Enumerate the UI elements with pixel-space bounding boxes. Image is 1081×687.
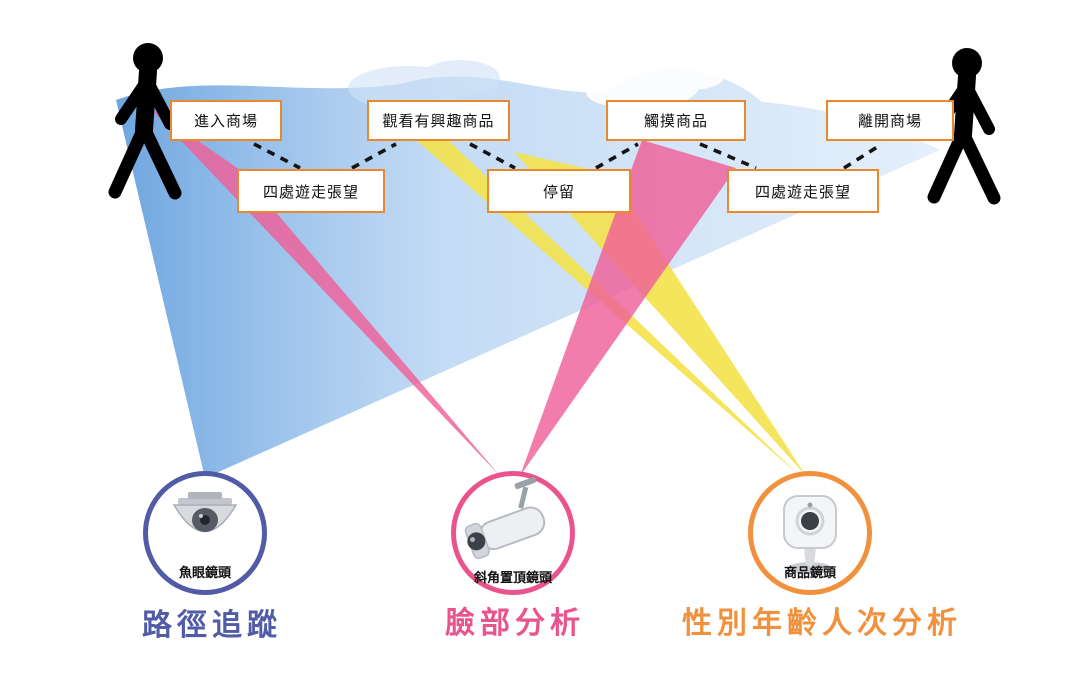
gender-age-count-title: 性別年齡人次分析	[682, 607, 962, 640]
face-analysis-title: 臉部分析	[445, 607, 585, 640]
step-stay: 停留	[487, 169, 631, 213]
angled-top-camera-circle: 斜角置頂鏡頭	[451, 471, 575, 595]
gender-age-beam-right	[514, 152, 806, 476]
product-camera-circle: 商品鏡頭	[748, 471, 872, 595]
step-enter-mall: 進入商場	[170, 100, 282, 141]
angled-top-camera-icon	[464, 477, 546, 560]
fisheye-camera-circle: 魚眼鏡頭	[143, 471, 267, 595]
product-camera-icon	[783, 495, 837, 574]
fisheye-camera-label: 魚眼鏡頭	[178, 565, 231, 580]
fisheye-camera-icon	[172, 492, 238, 533]
cloud-shape	[348, 60, 500, 110]
step-view-interesting-products: 觀看有興趣商品	[367, 100, 510, 141]
step-leave-mall: 離開商場	[826, 100, 954, 141]
face-analysis-beam-left	[148, 106, 500, 476]
product-camera-label: 商品鏡頭	[783, 565, 836, 580]
cloud-shape	[586, 58, 726, 108]
step-wander-around-left: 四處遊走張望	[237, 169, 385, 213]
gender-age-beam-left	[368, 98, 800, 476]
flow-connectors	[253, 142, 883, 170]
angled-top-camera-label: 斜角置頂鏡頭	[473, 570, 552, 585]
step-touch-products: 觸摸商品	[606, 100, 746, 141]
face-analysis-beam-right	[520, 140, 736, 476]
flow-connector	[843, 142, 883, 170]
flow-connector	[699, 142, 757, 170]
path-tracking-title: 路徑追蹤	[142, 609, 282, 642]
step-wander-around-right: 四處遊走張望	[727, 169, 879, 213]
